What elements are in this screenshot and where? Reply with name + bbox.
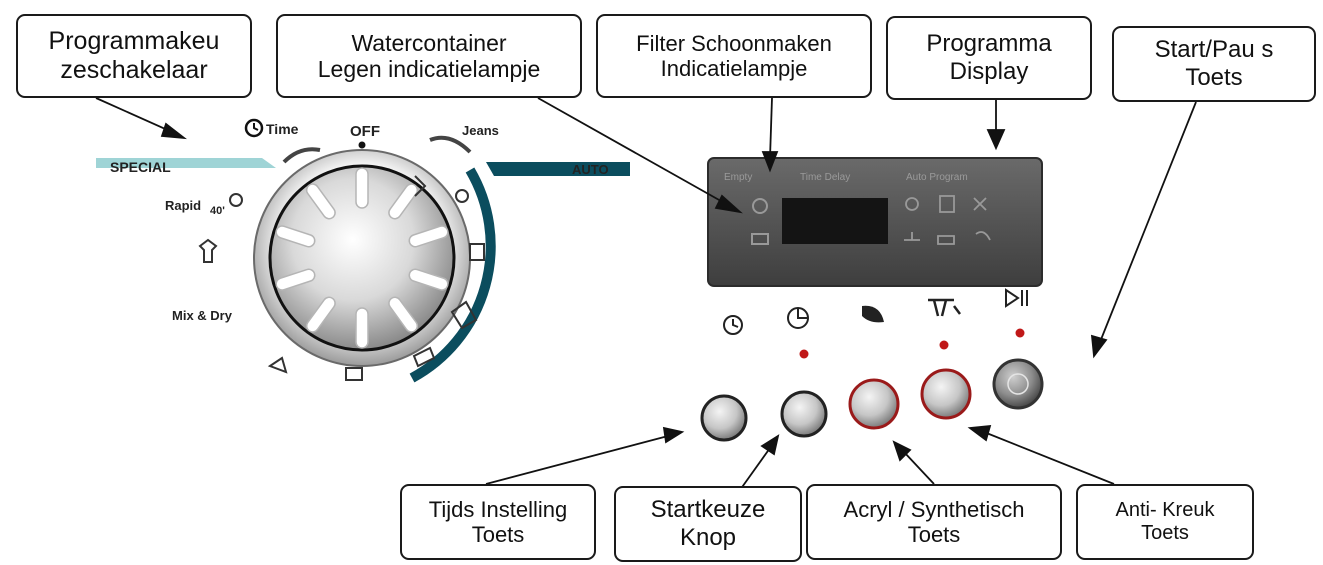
arrowhead-start [1090, 334, 1108, 359]
callout-delay-line2: Knop [679, 524, 737, 551]
mix-dry-label: Mix & Dry [172, 308, 233, 323]
callout-start-line2: Toets [1185, 64, 1243, 91]
panel-label-auto: Auto Program [906, 172, 968, 183]
callout-display-line1: Programma [926, 30, 1052, 58]
cabinet-icon [469, 243, 485, 261]
arrow-selector [95, 97, 173, 133]
hanger-icon [345, 367, 363, 381]
callout-start-line1: Start/Pau s [1154, 36, 1274, 64]
arrow-start [1099, 101, 1197, 343]
special-band [96, 158, 276, 168]
callout-crease-line1: Anti- Kreuk [1115, 499, 1215, 521]
callout-arrows [95, 97, 1197, 491]
wool-icon [267, 356, 288, 374]
arrowhead-display [986, 129, 1006, 151]
arrowhead-water [714, 194, 743, 214]
callout-delay-line1: Startkeuze [650, 496, 766, 524]
delay-icon [787, 307, 809, 329]
arrowhead-filter [761, 151, 779, 173]
callout-display: Programma Display [886, 16, 1092, 100]
jeans-slot-icon [429, 135, 472, 154]
dial-knob [268, 164, 456, 352]
callout-time-setting: Tijds Instelling Toets [400, 484, 596, 560]
callout-water-line2: Legen indicatielampje [317, 56, 541, 82]
gear-icon [455, 189, 469, 203]
dial-grips [275, 167, 449, 349]
callout-crease-line2: Toets [1141, 522, 1189, 544]
callout-selector-line2: zeschakelaar [60, 56, 208, 84]
anti-crease-icon [928, 298, 961, 317]
jeans-label: Jeans [462, 123, 499, 138]
callout-selector-line1: Programmakeu [48, 27, 220, 56]
programme-icons [198, 135, 485, 381]
arrowhead-acryl [892, 440, 912, 462]
iron-icon [450, 300, 478, 330]
filter-indicator-icon [752, 198, 768, 214]
panel-label-delay: Time Delay [800, 172, 850, 183]
auto-arc [409, 167, 496, 383]
clock-icon [244, 118, 264, 138]
cotton-icon [414, 175, 427, 197]
start-led [1015, 328, 1025, 338]
arrow-acryl [903, 451, 935, 485]
delay-led [799, 349, 809, 359]
shirt-icon [198, 238, 218, 263]
arrow-delay [739, 447, 771, 491]
off-label: OFF [350, 123, 380, 140]
callout-programme-selector: Programmakeu zeschakelaar [16, 14, 252, 98]
acryl-button [848, 378, 900, 430]
arrow-water [537, 97, 729, 206]
delay-button [780, 390, 828, 438]
callout-filter-line1: Filter Schoonmaken [636, 30, 832, 56]
start-pause-button [992, 358, 1044, 410]
off-dot [358, 141, 366, 149]
arrowhead-crease [967, 424, 992, 442]
play-pause-icon [1005, 288, 1028, 308]
crease-led [939, 340, 949, 350]
auto-label: AUTO [572, 162, 609, 177]
time-label: Time [266, 121, 299, 137]
callout-acryl-line2: Toets [907, 522, 961, 547]
ironing-icon [412, 346, 436, 368]
callout-water-container: Watercontainer Legen indicatielampje [276, 14, 582, 98]
time-slot-icon [282, 147, 321, 164]
arrow-time [485, 435, 669, 485]
special-label: SPECIAL [110, 159, 171, 175]
rapid-number: 40' [210, 205, 225, 217]
digital-display [782, 198, 888, 244]
feather-icon [862, 305, 884, 323]
water-indicator-icon [751, 233, 769, 245]
panel-programme-icons [904, 195, 991, 245]
callout-anti-crease: Anti- Kreuk Toets [1076, 484, 1254, 560]
arrowhead-selector [160, 122, 187, 140]
callout-acryl-line1: Acryl / Synthetisch [843, 496, 1025, 522]
callout-filter-line2: Indicatielampje [660, 56, 808, 81]
callout-acryl-synthetic: Acryl / Synthetisch Toets [806, 484, 1062, 560]
callout-display-line2: Display [949, 58, 1029, 85]
callout-start-pause: Start/Pau s Toets [1112, 26, 1316, 102]
time-button [700, 394, 748, 442]
timer-icon [723, 315, 743, 335]
callout-start-delay: Startkeuze Knop [614, 486, 802, 562]
arrowhead-time [662, 426, 685, 444]
callout-time-line2: Toets [471, 522, 525, 547]
arrowhead-delay [760, 434, 780, 456]
rapid-label: Rapid [165, 198, 201, 213]
callout-water-line1: Watercontainer [351, 29, 507, 56]
auto-band [486, 162, 630, 176]
rapid-icon [229, 193, 243, 207]
anti-crease-button [920, 368, 972, 420]
arrow-crease [983, 431, 1115, 485]
callout-filter: Filter Schoonmaken Indicatielampje [596, 14, 872, 98]
panel-label-empty: Empty [724, 172, 752, 183]
callout-time-line1: Tijds Instelling [428, 496, 568, 522]
arrow-filter [769, 97, 773, 159]
